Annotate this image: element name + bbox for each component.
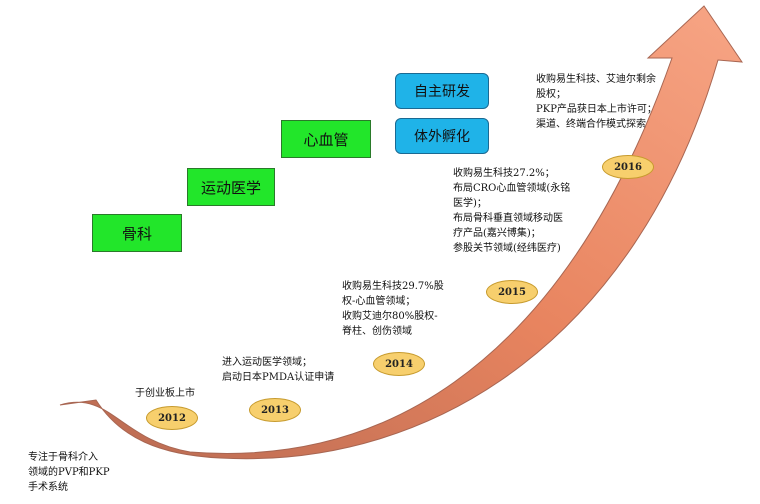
- year-badge-2012: 2012: [146, 406, 198, 430]
- note-2016: 收购易生科技、艾迪尔剩余 股权； PKP产品获日本上市许可； 渠道、终端合作模式…: [536, 74, 657, 130]
- mode-box-in-house-rd: 自主研发: [395, 73, 489, 109]
- mode-label: 体外孵化: [414, 129, 470, 145]
- note-2013: 进入运动医学领域； 启动日本PMDA认证申请: [222, 357, 335, 383]
- year-badge-2014: 2014: [373, 352, 425, 376]
- segment-label: 心血管: [303, 130, 349, 149]
- segment-box-sports-medicine: 运动医学: [187, 168, 275, 206]
- mode-box-external-incubation: 体外孵化: [395, 118, 489, 154]
- segment-label: 运动医学: [200, 178, 261, 197]
- year-badge-2013: 2013: [249, 398, 301, 422]
- note-2012: 于创业板上市: [135, 388, 195, 399]
- note-origin: 专注于骨科介入 领域的PVP和PKP 手术系统: [28, 452, 110, 493]
- year-badge-2016: 2016: [602, 155, 654, 179]
- mode-label: 自主研发: [414, 84, 470, 100]
- note-2015: 收购易生科技27.2%； 布局CRO心血管领域(永铭 医学)； 布局骨科垂直领域…: [453, 168, 571, 254]
- year-badge-2015: 2015: [486, 280, 538, 304]
- segment-label: 骨科: [121, 224, 152, 243]
- segment-box-orthopedics: 骨科: [92, 214, 182, 252]
- growth-arrow-body: [59, 5, 744, 460]
- segment-box-cardiovascular: 心血管: [281, 120, 371, 158]
- note-2014: 收购易生科技29.7%股 权-心血管领域； 收购艾迪尔80%股权- 脊柱、创伤领…: [342, 281, 444, 337]
